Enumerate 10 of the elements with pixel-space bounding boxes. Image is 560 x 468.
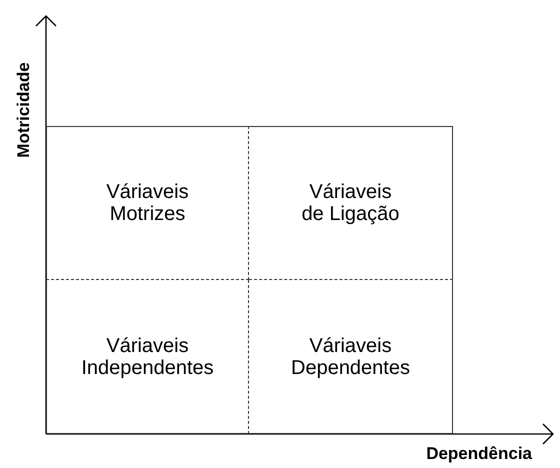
quadrant-cell [249,126,453,280]
y-axis-label: Motricidade [14,62,34,158]
quadrant-label: Váriaveis Independentes [81,334,214,378]
quadrant-cell [46,126,249,280]
quadrant-cell [249,280,453,434]
x-axis-label: Dependência [426,444,532,464]
quadrant-label: Váriaveis Dependentes [291,334,410,378]
quadrant-cell [46,280,249,434]
quadrant-label: Váriaveis de Ligação [302,181,400,225]
quadrant-label: Váriaveis Motrizes [106,181,189,225]
